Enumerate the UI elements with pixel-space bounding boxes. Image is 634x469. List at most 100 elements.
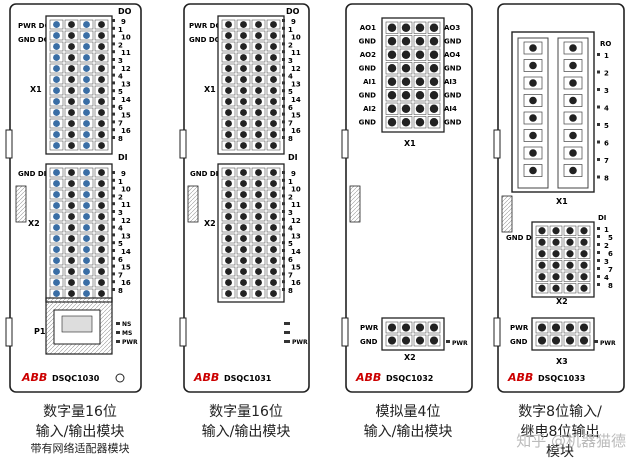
- terminal-screw: [68, 87, 75, 94]
- terminal-screw: [83, 224, 90, 231]
- led-indicator: [597, 105, 600, 109]
- led-indicator: [112, 233, 115, 237]
- m4-terminal-block-x3: [531, 317, 595, 351]
- led-indicator: [112, 194, 115, 198]
- m4-x1-label: X1: [556, 197, 568, 206]
- m1-ethernet-port: [45, 297, 113, 355]
- terminal-screw: [566, 250, 574, 258]
- terminal-screw: [566, 284, 574, 292]
- terminal-screw: [68, 76, 75, 83]
- ro-number: 5: [604, 122, 609, 130]
- terminal-number: 13: [291, 232, 301, 240]
- terminal-screw: [68, 142, 75, 149]
- m3-x1-label: X1: [404, 139, 416, 148]
- terminal-screw: [529, 114, 537, 122]
- terminal-screw: [98, 268, 105, 275]
- terminal-screw: [255, 142, 262, 149]
- terminal-screw: [225, 213, 232, 220]
- terminal-screw: [255, 54, 262, 61]
- terminal-screw: [401, 104, 411, 113]
- led-indicator: [282, 58, 285, 61]
- terminal-screw: [240, 98, 247, 105]
- terminal-screw: [580, 261, 588, 269]
- terminal-number: 4: [288, 225, 293, 233]
- di-number: 5: [608, 234, 613, 242]
- terminal-screw: [270, 202, 277, 209]
- terminal-screw: [429, 23, 439, 32]
- terminal-number: 5: [118, 88, 123, 96]
- m4-pwr-label: PWR: [600, 340, 616, 347]
- terminal-screw: [53, 21, 60, 28]
- m1-terminal-block-x1: [45, 15, 113, 155]
- terminal-screw: [98, 224, 105, 231]
- terminal-screw: [565, 323, 575, 332]
- terminal-screw: [429, 37, 439, 46]
- terminal-screw: [240, 65, 247, 72]
- terminal-number: 15: [291, 112, 301, 120]
- led-indicator: [282, 288, 285, 291]
- terminal-screw: [401, 64, 411, 73]
- terminal-screw: [98, 279, 105, 286]
- terminal-screw: [225, 191, 232, 198]
- terminal-screw: [429, 118, 439, 127]
- led-indicator: [112, 217, 115, 221]
- terminal-screw: [240, 76, 247, 83]
- terminal-screw: [569, 79, 577, 87]
- terminal-screw: [53, 202, 60, 209]
- channel-label: AI3: [444, 78, 457, 86]
- caption-dsqc1030: 数字量16位 输入/输出模块 带有网络适配器模块: [10, 402, 150, 456]
- terminal-number: 14: [121, 96, 131, 104]
- terminal-screw: [68, 213, 75, 220]
- terminal-screw: [98, 32, 105, 39]
- led-indicator: [112, 178, 115, 182]
- channel-label: AI4: [444, 105, 457, 113]
- terminal-screw: [580, 273, 588, 281]
- terminal-screw: [579, 323, 589, 332]
- m3-terminal-block-x2: [381, 317, 445, 351]
- terminal-screw: [569, 131, 577, 140]
- terminal-screw: [98, 131, 105, 138]
- led-indicator: [112, 249, 115, 252]
- m2-terminal-block-x1: [217, 15, 285, 155]
- led-indicator: [282, 136, 285, 139]
- terminal-screw: [68, 246, 75, 253]
- terminal-screw: [255, 32, 262, 39]
- led-indicator: [282, 202, 285, 206]
- terminal-number: 8: [288, 135, 293, 143]
- terminal-screw: [68, 268, 75, 275]
- terminal-screw: [255, 224, 262, 231]
- terminal-screw: [53, 76, 60, 83]
- terminal-screw: [83, 21, 90, 28]
- channel-label: GND: [444, 92, 462, 100]
- led-indicator: [112, 97, 115, 100]
- m3-terminal-block-x1: [381, 17, 445, 133]
- led-indicator: [597, 283, 600, 286]
- m4-side-connector: [501, 195, 513, 233]
- terminal-screw: [98, 142, 105, 149]
- led-indicator: [282, 89, 285, 93]
- channel-label: AI1: [363, 78, 376, 86]
- terminal-screw: [270, 180, 277, 187]
- led-indicator: [597, 70, 600, 74]
- channel-label: GND: [359, 65, 377, 73]
- terminal-number: 14: [291, 96, 301, 104]
- led-indicator: [112, 19, 115, 22]
- m1-x2-label: X2: [28, 219, 40, 228]
- terminal-screw: [552, 250, 560, 258]
- m1-p1-label: P1: [34, 327, 46, 336]
- terminal-screw: [53, 109, 60, 116]
- terminal-screw: [68, 54, 75, 61]
- led-indicator: [112, 128, 115, 132]
- terminal-screw: [569, 44, 577, 52]
- led-indicator: [112, 264, 115, 268]
- m2-model: DSQC1031: [224, 374, 272, 383]
- terminal-number: 16: [291, 127, 301, 135]
- terminal-screw: [537, 323, 547, 332]
- led-indicator: [597, 267, 600, 270]
- led-indicator: [112, 288, 115, 291]
- terminal-screw: [53, 120, 60, 127]
- terminal-screw: [53, 246, 60, 253]
- terminal-screw: [225, 98, 232, 105]
